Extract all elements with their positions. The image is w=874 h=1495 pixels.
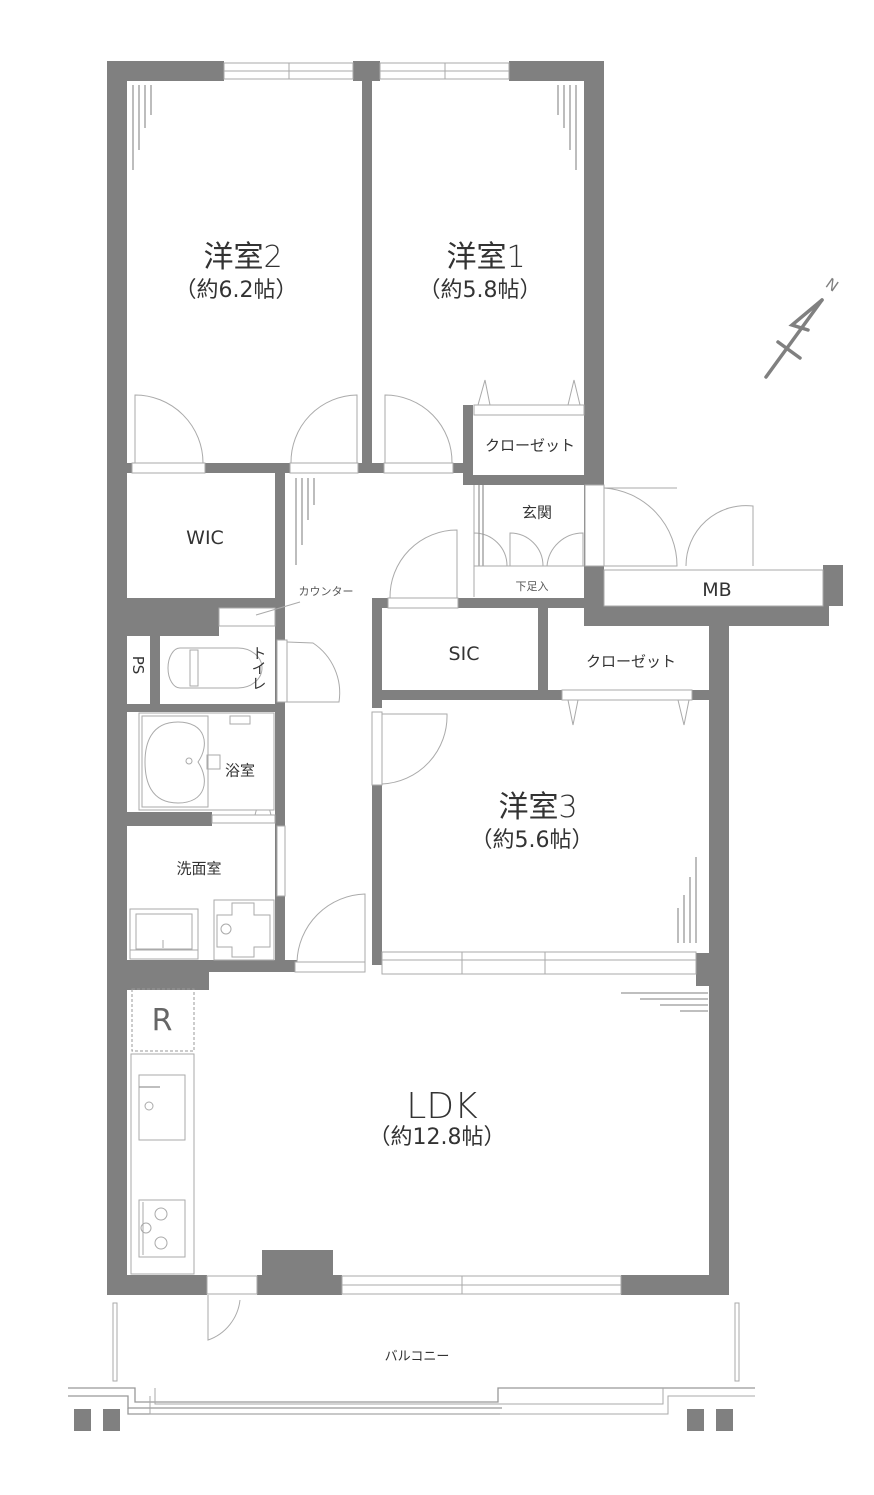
room-bedroom1-name: 洋室1 [446,240,526,275]
room-shoe-storage: 下足入 [515,580,549,593]
label-counter: カウンター [298,585,354,598]
room-wic: WIC [186,527,224,549]
doors [131,379,754,1341]
balcony [68,1302,755,1431]
room-washroom: 洗面室 [176,859,222,878]
room-bedroom3-area: （約5.6帖） [470,828,594,853]
room-balcony: バルコニー [384,1349,450,1365]
room-closet3: クローゼット [585,652,677,671]
room-ldk-name: LDK [406,1086,478,1127]
fixtures [129,485,824,1275]
room-bedroom2-name: 洋室2 [203,240,283,275]
room-bathroom: 浴室 [224,761,256,780]
room-toilet: トイレ [249,645,268,691]
room-bedroom3-name: 洋室3 [498,790,578,825]
room-sic: SIC [448,643,480,665]
room-mb: MB [702,579,732,601]
curtain-marks [132,85,708,1012]
room-bedroom1-area: （約5.8帖） [418,278,542,303]
room-bedroom2-area: （約6.2帖） [174,278,298,303]
room-closet1: クローゼット [484,436,576,455]
compass-icon [764,298,824,379]
room-ps: PS [129,655,147,675]
label-refrigerator: R [151,1003,173,1039]
room-ldk-area: （約12.8帖） [368,1125,506,1150]
room-entrance: 玄関 [521,503,553,522]
windows [206,62,697,1295]
